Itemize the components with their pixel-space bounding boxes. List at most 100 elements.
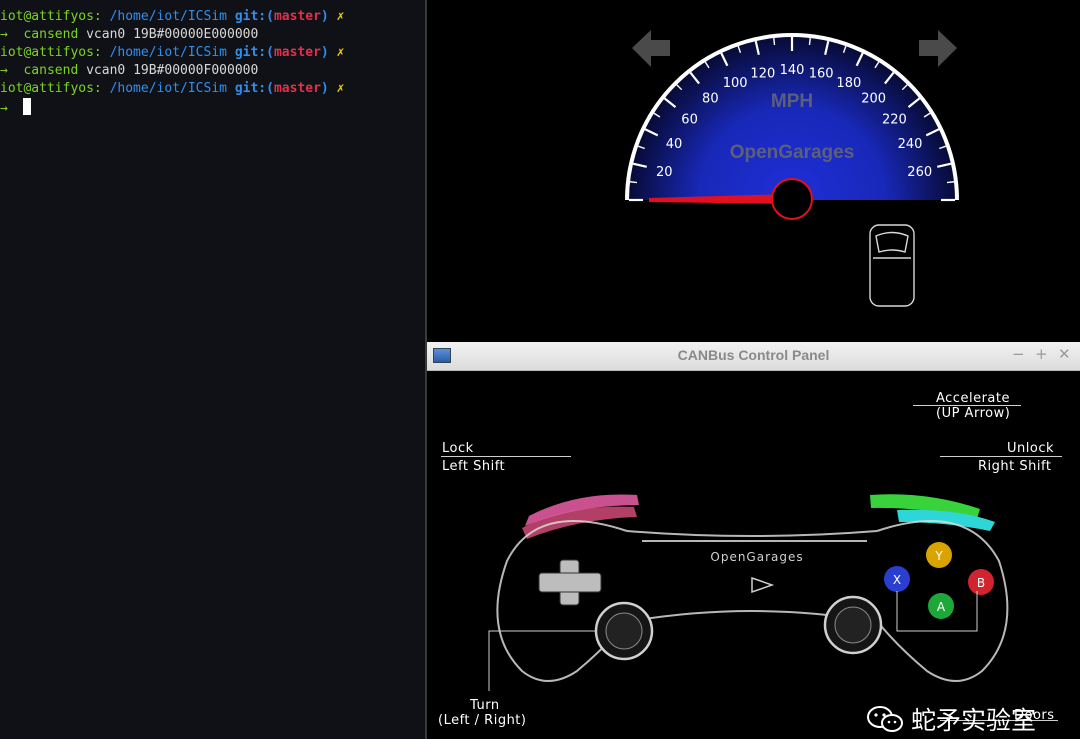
- doors-rule: [940, 720, 1058, 721]
- command-args: vcan0 19B#00000E000000: [86, 27, 259, 42]
- maximize-button[interactable]: +: [1035, 345, 1048, 363]
- gamepad-controller[interactable]: OpenGarages Y X: [427, 371, 1080, 739]
- speedometer-tick: [637, 145, 645, 150]
- unlock-bumper[interactable]: [870, 494, 995, 531]
- window-divider: [425, 0, 427, 739]
- speedometer-tick: [754, 40, 760, 55]
- speedometer-needle: [649, 178, 813, 220]
- prompt-branch: master: [273, 9, 321, 24]
- speedometer-tick: [901, 84, 908, 91]
- face-button-y[interactable]: Y: [926, 542, 952, 568]
- prompt-branch-close: ): [320, 9, 329, 24]
- prompt-git-label: git:: [234, 81, 267, 96]
- speedometer-tick: [644, 128, 659, 137]
- terminal-prompt-line: iot@attifyos: /home/iot/ICSim git:(maste…: [0, 80, 425, 98]
- speedometer-tick: [855, 52, 864, 67]
- command-name: cansend: [23, 63, 79, 78]
- speed-unit-label: MPH: [771, 91, 813, 112]
- speedometer-tick-label: 200: [861, 92, 886, 107]
- speedometer-tick: [937, 162, 952, 168]
- prompt-git-label: git:: [234, 45, 267, 60]
- terminal-prompt-line: iot@attifyos: /home/iot/ICSim git:(maste…: [0, 8, 425, 26]
- lock-key-label: Left Shift: [442, 459, 506, 474]
- command-name: cansend: [23, 27, 79, 42]
- prompt-arrow-icon: →: [0, 63, 8, 78]
- start-button-icon[interactable]: [751, 576, 775, 594]
- prompt-user-host: iot@attifyos:: [0, 81, 102, 96]
- prompt-user-host: iot@attifyos:: [0, 45, 102, 60]
- face-button-y-label: Y: [934, 549, 943, 563]
- speedometer-tick: [676, 84, 683, 91]
- prompt-arrow-icon: →: [0, 101, 8, 116]
- speedometer-tick: [925, 128, 940, 137]
- face-button-a-label: A: [937, 600, 946, 614]
- doors-label: Doors: [1014, 708, 1055, 723]
- prompt-path: /home/iot/ICSim: [109, 9, 227, 24]
- speedometer-tick: [824, 40, 830, 55]
- speedometer-tick: [704, 61, 710, 69]
- terminal-cursor[interactable]: [23, 98, 32, 115]
- command-args: vcan0 19B#00000F000000: [86, 63, 259, 78]
- face-button-b[interactable]: B: [968, 569, 994, 595]
- right-thumbstick[interactable]: [823, 595, 883, 655]
- doors-callout-line: [896, 591, 978, 632]
- speedometer-tick-label: 160: [809, 66, 834, 81]
- accelerate-rule: [913, 405, 1021, 406]
- face-button-x-label: X: [893, 573, 901, 587]
- unlock-label: Unlock: [1007, 441, 1054, 456]
- speedometer-tick: [939, 145, 947, 150]
- speedometer-tick: [629, 181, 638, 184]
- speedometer-tick: [773, 37, 776, 46]
- lock-label: Lock: [442, 441, 474, 456]
- watermark: 蛇矛实验室: [865, 701, 1036, 737]
- prompt-branch-open: (: [266, 81, 274, 96]
- speedometer-tick: [663, 97, 677, 108]
- speedometer-tick: [737, 45, 742, 53]
- speedometer-tick-label: 180: [836, 76, 861, 91]
- terminal-window[interactable]: iot@attifyos: /home/iot/ICSim git:(maste…: [0, 0, 425, 739]
- prompt-branch-close: ): [320, 81, 329, 96]
- terminal-command-line: → cansend vcan0 19B#00000E000000: [0, 26, 425, 44]
- minimize-button[interactable]: −: [1012, 345, 1025, 363]
- speedometer-tick: [884, 71, 895, 85]
- window-title: CANBus Control Panel: [677, 347, 830, 363]
- prompt-branch: master: [273, 81, 321, 96]
- wechat-icon: [867, 706, 903, 732]
- speedometer-tick: [946, 181, 955, 184]
- speedometer-tick-label: 260: [907, 165, 932, 180]
- dpad-icon[interactable]: [538, 559, 602, 606]
- face-button-b-label: B: [977, 576, 985, 590]
- close-button[interactable]: ✕: [1058, 345, 1071, 363]
- speedometer-tick: [923, 112, 931, 118]
- turn-key-label: (Left / Right): [438, 713, 527, 728]
- prompt-path: /home/iot/ICSim: [109, 45, 227, 60]
- canbus-control-panel-window[interactable]: CANBus Control Panel − + ✕ Accelerate (U…: [427, 342, 1080, 739]
- prompt-branch-open: (: [266, 9, 274, 24]
- speedometer-tick: [842, 45, 847, 53]
- speedometer-tick: [689, 71, 700, 85]
- terminal-prompt-line: iot@attifyos: /home/iot/ICSim git:(maste…: [0, 44, 425, 62]
- prompt-path: /home/iot/ICSim: [109, 81, 227, 96]
- prompt-branch: master: [273, 45, 321, 60]
- turn-callout-line: [488, 630, 597, 691]
- face-button-x[interactable]: X: [884, 566, 910, 592]
- speedometer-tick-label: 20: [656, 165, 673, 180]
- unlock-key-label: Right Shift: [978, 459, 1052, 474]
- lock-bumper[interactable]: [522, 494, 639, 539]
- speedometer-tick-label: 220: [882, 112, 907, 127]
- face-button-a[interactable]: A: [928, 593, 954, 619]
- prompt-arrow-icon: →: [0, 27, 8, 42]
- control-panel-body[interactable]: Accelerate (UP Arrow) Lock Left Shift Un…: [427, 371, 1080, 739]
- window-titlebar[interactable]: CANBus Control Panel − + ✕: [427, 342, 1080, 371]
- prompt-branch-open: (: [266, 45, 274, 60]
- terminal-input-line[interactable]: →: [0, 98, 425, 116]
- lock-rule: [441, 456, 571, 457]
- unlock-rule: [940, 456, 1062, 457]
- controller-brand-label: OpenGarages: [710, 550, 803, 564]
- watermark-text: 蛇矛实验室: [911, 706, 1037, 735]
- speedometer-tick: [874, 61, 880, 69]
- speedometer-tick: [808, 37, 811, 46]
- left-thumbstick[interactable]: [594, 601, 654, 661]
- accelerate-key-label: (UP Arrow): [936, 406, 1011, 421]
